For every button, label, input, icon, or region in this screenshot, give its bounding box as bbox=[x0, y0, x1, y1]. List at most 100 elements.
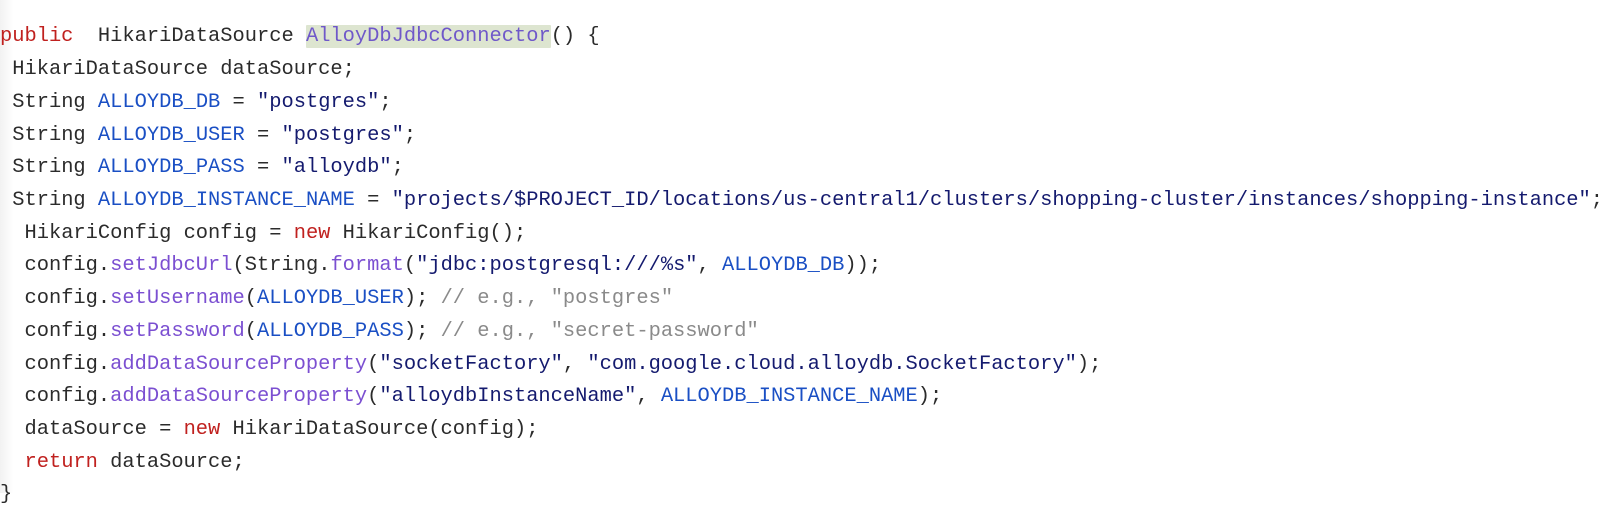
token-keyword: new bbox=[183, 418, 221, 442]
token-punct: ( bbox=[403, 254, 417, 278]
token-plain bbox=[86, 156, 98, 179]
indent bbox=[0, 58, 12, 81]
code-line: String ALLOYDB_USER = "postgres"; bbox=[0, 120, 1600, 153]
code-line: config.setJdbcUrl(String.format("jdbc:po… bbox=[0, 250, 1600, 283]
token-punct: ( bbox=[367, 352, 380, 376]
token-type: String bbox=[12, 90, 86, 114]
token-method: setUsername bbox=[110, 287, 245, 311]
token-string: "com.google.cloud.alloydb.SocketFactory" bbox=[587, 352, 1077, 376]
token-comment: // e.g., "postgres" bbox=[440, 287, 674, 311]
token-plain: config. bbox=[24, 385, 111, 409]
indent bbox=[0, 189, 12, 212]
indent bbox=[0, 156, 12, 179]
token-method: format bbox=[330, 254, 404, 278]
token-punct: ); bbox=[917, 385, 943, 409]
token-plain: = bbox=[220, 90, 258, 114]
token-punct: ); bbox=[403, 287, 441, 311]
code-line: config.addDataSourceProperty("alloydbIns… bbox=[0, 381, 1600, 414]
token-string: "alloydbInstanceName" bbox=[379, 385, 637, 409]
token-ident: ALLOYDB_INSTANCE_NAME bbox=[660, 385, 918, 409]
token-punct: ( bbox=[232, 254, 245, 278]
token-method: addDataSourceProperty bbox=[110, 352, 368, 376]
token-string: "projects/$PROJECT_ID/locations/us-centr… bbox=[391, 188, 1591, 212]
token-plain: config. bbox=[24, 352, 111, 376]
indent bbox=[0, 254, 24, 277]
token-plain bbox=[73, 25, 97, 48]
token-type: String bbox=[244, 254, 319, 278]
token-method: setJdbcUrl bbox=[110, 254, 233, 278]
token-plain: config = bbox=[171, 221, 294, 245]
token-ident: ALLOYDB_USER bbox=[257, 287, 404, 311]
token-keyword: new bbox=[293, 221, 331, 245]
token-plain: , bbox=[562, 352, 588, 376]
indent bbox=[0, 124, 12, 147]
token-punct: () { bbox=[550, 25, 600, 49]
indent bbox=[0, 451, 24, 474]
code-line: public HikariDataSource AlloyDbJdbcConne… bbox=[0, 21, 1600, 54]
token-plain bbox=[86, 124, 98, 147]
code-line: String ALLOYDB_DB = "postgres"; bbox=[0, 87, 1600, 120]
token-string: "jdbc:postgresql:///%s" bbox=[416, 254, 698, 278]
token-plain: , bbox=[697, 254, 723, 278]
token-ident: ALLOYDB_USER bbox=[97, 123, 245, 147]
token-ident: ALLOYDB_PASS bbox=[257, 319, 404, 343]
indent bbox=[0, 91, 12, 114]
token-highlight[interactable]: AlloyDbJdbcConnector bbox=[305, 25, 551, 49]
token-ident: ALLOYDB_PASS bbox=[97, 156, 245, 180]
code-line: String ALLOYDB_INSTANCE_NAME = "projects… bbox=[0, 185, 1600, 218]
token-type: String bbox=[12, 188, 86, 212]
token-string: "alloydb" bbox=[281, 156, 392, 180]
token-string: "postgres" bbox=[257, 90, 380, 114]
token-punct: } bbox=[0, 483, 13, 507]
code-line: String ALLOYDB_PASS = "alloydb"; bbox=[0, 152, 1600, 185]
indent bbox=[0, 222, 24, 245]
code-line: dataSource = new HikariDataSource(config… bbox=[0, 414, 1600, 447]
token-punct: ( bbox=[244, 287, 257, 311]
token-punct: ; bbox=[391, 156, 404, 180]
token-punct: )); bbox=[844, 254, 882, 278]
indent bbox=[0, 320, 24, 343]
indent bbox=[0, 353, 24, 376]
token-plain: = bbox=[244, 123, 282, 147]
code-line: return dataSource; bbox=[0, 447, 1600, 480]
token-type: HikariDataSource bbox=[97, 25, 294, 49]
indent bbox=[0, 385, 24, 408]
code-line: } bbox=[0, 479, 1600, 512]
token-plain: = bbox=[244, 156, 282, 180]
token-plain: HikariDataSource(config); bbox=[220, 418, 539, 442]
token-type: String bbox=[12, 156, 86, 180]
token-type: String bbox=[12, 123, 86, 147]
code-line: config.setUsername(ALLOYDB_USER); // e.g… bbox=[0, 283, 1600, 316]
token-ident: ALLOYDB_INSTANCE_NAME bbox=[97, 188, 355, 212]
indent bbox=[0, 418, 24, 441]
token-punct: ); bbox=[403, 319, 441, 343]
code-block[interactable]: public HikariDataSource AlloyDbJdbcConne… bbox=[0, 20, 1600, 512]
token-keyword: public bbox=[0, 25, 74, 49]
indent bbox=[0, 287, 24, 310]
code-line: HikariConfig config = new HikariConfig()… bbox=[0, 218, 1600, 251]
token-type: HikariDataSource bbox=[12, 58, 209, 82]
code-line: config.setPassword(ALLOYDB_PASS); // e.g… bbox=[0, 316, 1600, 349]
token-keyword: return bbox=[24, 450, 98, 474]
token-plain: = bbox=[354, 188, 392, 212]
token-plain: config. bbox=[24, 254, 111, 278]
token-punct: ( bbox=[367, 385, 380, 409]
token-comment: // e.g., "secret-password" bbox=[440, 319, 759, 343]
token-punct: ; bbox=[1591, 189, 1600, 212]
token-punct: ; bbox=[403, 123, 417, 147]
token-type: HikariConfig bbox=[24, 221, 172, 245]
token-plain: dataSource = bbox=[24, 418, 184, 442]
token-string: "postgres" bbox=[281, 123, 404, 147]
token-punct: . bbox=[318, 254, 331, 278]
token-punct: ( bbox=[244, 319, 257, 343]
token-string: "socketFactory" bbox=[379, 352, 563, 376]
token-plain bbox=[86, 91, 98, 114]
token-plain: , bbox=[636, 385, 661, 409]
token-method: setPassword bbox=[110, 319, 245, 343]
token-plain bbox=[294, 25, 306, 48]
token-plain: config. bbox=[24, 319, 111, 343]
token-plain: HikariConfig(); bbox=[330, 221, 527, 245]
token-ident: ALLOYDB_DB bbox=[722, 254, 845, 278]
token-plain: config. bbox=[24, 287, 111, 311]
token-ident: ALLOYDB_DB bbox=[97, 90, 221, 114]
